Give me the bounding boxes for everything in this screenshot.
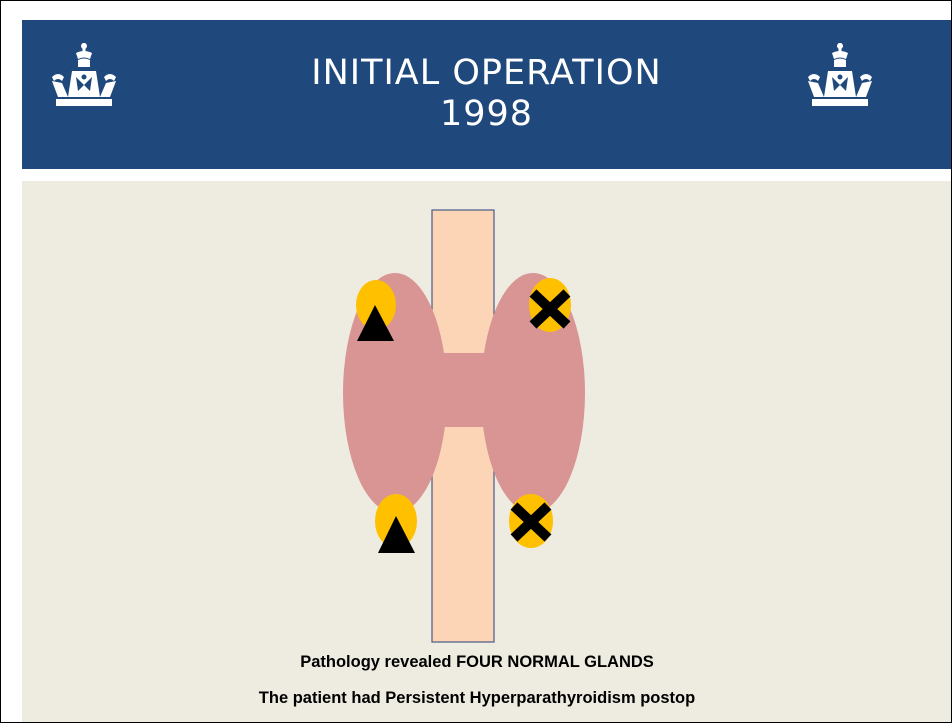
thyroid-isthmus	[441, 353, 487, 427]
caption-line-2: The patient had Persistent Hyperparathyr…	[1, 689, 952, 708]
caption-line-1: Pathology revealed FOUR NORMAL GLANDS	[1, 653, 952, 672]
